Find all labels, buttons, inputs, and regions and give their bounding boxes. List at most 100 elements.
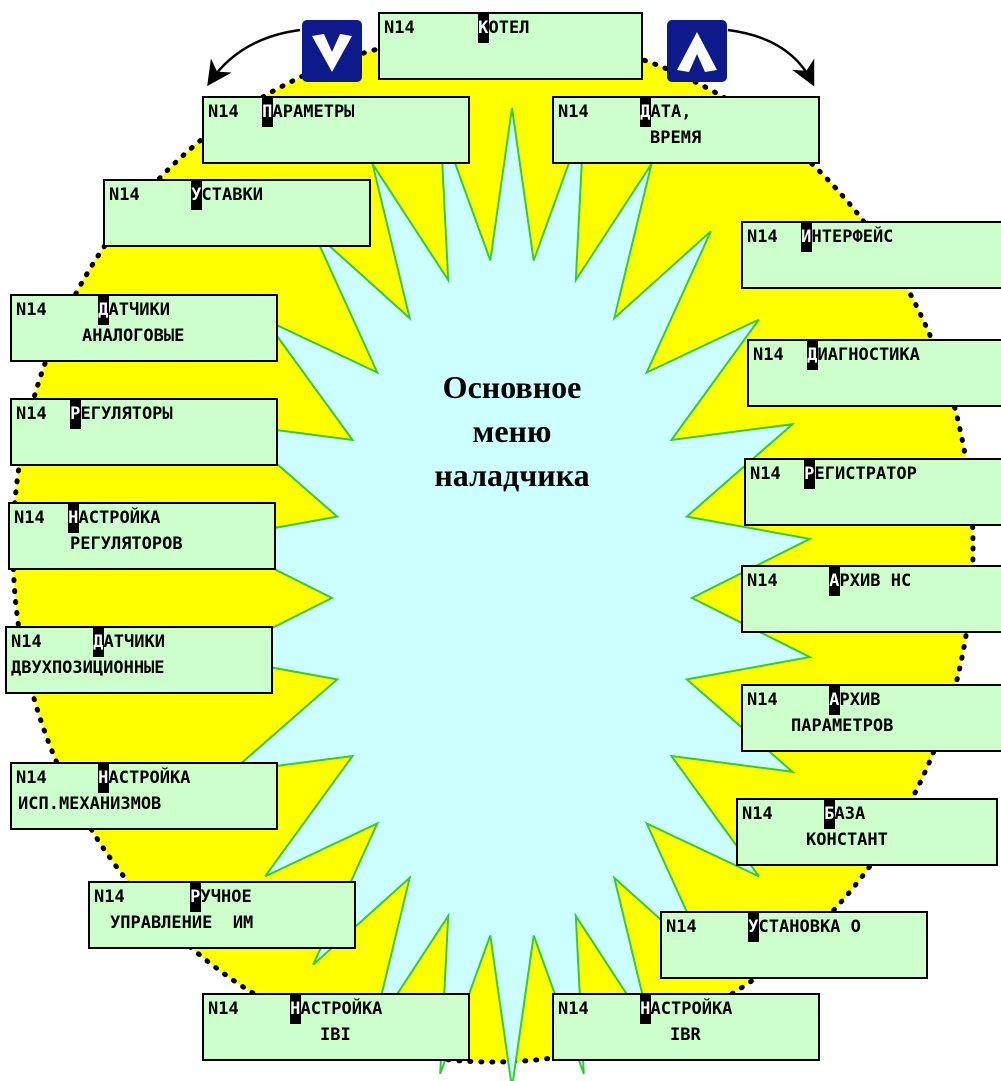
menu-item-subtitle: ДВУХПОЗИЦИОННЫЕ: [11, 658, 165, 678]
menu-item-title: БАЗА: [824, 800, 865, 829]
menu-item-title: НАСТРОЙКА: [68, 504, 160, 533]
menu-item-title-rest: СТАНОВКА О: [758, 917, 861, 937]
menu-item-box[interactable]: N14 УСТАВКИ: [103, 179, 371, 247]
menu-item-box[interactable]: N14 РЕГУЛЯТОРЫ: [10, 398, 278, 466]
chevron-down-icon[interactable]: [302, 20, 362, 82]
menu-item-subtitle: АНАЛОГОВЫЕ: [82, 326, 185, 346]
menu-item-code: N14: [16, 768, 47, 788]
menu-item-title: УСТАВКИ: [191, 181, 263, 210]
menu-item-code: N14: [750, 464, 781, 484]
menu-item-code: N14: [14, 508, 45, 528]
cursor-highlight: Д: [807, 341, 818, 370]
menu-item-subtitle: ИСП.МЕХАНИЗМОВ: [18, 794, 162, 814]
menu-item-box[interactable]: N14 КОТЕЛ: [378, 12, 643, 80]
menu-item-code: N14: [558, 102, 589, 122]
menu-item-title: РЕГУЛЯТОРЫ: [70, 400, 173, 429]
menu-item-code: N14: [109, 185, 140, 205]
menu-item-code: N14: [747, 227, 778, 247]
menu-item-title: НАСТРОЙКА: [98, 764, 190, 793]
menu-item-title: РЕГИСТРАТОР: [804, 460, 917, 489]
cursor-highlight: И: [801, 223, 812, 252]
right-curved-arrow: [727, 28, 815, 87]
menu-item-subtitle: УПРАВЛЕНИЕ ИМ: [110, 913, 254, 933]
menu-item-box[interactable]: N14 УСТАНОВКА О: [660, 911, 928, 979]
menu-item-title-rest: УЧНОЕ: [200, 887, 252, 907]
menu-item-title: НАСТРОЙКА: [640, 995, 732, 1024]
menu-item-code: N14: [666, 917, 697, 937]
chevron-up-icon[interactable]: [667, 20, 727, 82]
menu-item-title: ДАТЧИКИ: [93, 628, 165, 657]
menu-item-code: N14: [94, 887, 125, 907]
menu-item-box[interactable]: N14 ДАТЧИКИ АНАЛОГОВЫЕ: [10, 294, 278, 362]
menu-item-subtitle: ПАРАМЕТРОВ: [791, 716, 894, 736]
menu-item-code: N14: [16, 300, 47, 320]
menu-item-code: N14: [742, 804, 773, 824]
menu-item-title-rest: ЕГУЛЯТОРЫ: [80, 404, 173, 424]
menu-item-title-rest: РХИВ НС: [839, 571, 912, 591]
menu-item-title-rest: АСТРОЙКА: [650, 999, 733, 1019]
center-title-line: Основное: [442, 369, 582, 405]
menu-item-box[interactable]: N14 АРХИВ НС: [741, 565, 1001, 633]
cursor-highlight: Р: [804, 460, 815, 489]
menu-item-title: АРХИВ НС: [829, 567, 911, 596]
cursor-highlight: К: [478, 14, 489, 43]
menu-item-title-rest: АСТРОЙКА: [108, 768, 191, 788]
cursor-highlight: Н: [640, 995, 651, 1024]
menu-item-title-rest: АТЧИКИ: [108, 300, 170, 320]
menu-item-title-rest: СТАВКИ: [201, 185, 263, 205]
menu-item-subtitle: IBI: [320, 1025, 351, 1045]
menu-item-title-rest: ИАГНОСТИКА: [817, 345, 920, 365]
menu-item-title: РУЧНОЕ: [190, 883, 252, 912]
menu-item-code: N14: [11, 632, 42, 652]
center-title-line: меню: [472, 413, 552, 449]
menu-item-title-rest: АТА,: [650, 102, 692, 122]
menu-item-box[interactable]: N14 РЕГИСТРАТОР: [744, 458, 1001, 526]
menu-item-title-rest: ОТЕЛ: [488, 18, 530, 38]
menu-item-title: ПАРАМЕТРЫ: [262, 98, 354, 127]
menu-item-subtitle: IBR: [670, 1025, 701, 1045]
menu-item-box[interactable]: N14 ДИАГНОСТИКА: [747, 339, 1001, 407]
cursor-highlight: Н: [98, 764, 109, 793]
menu-item-box[interactable]: N14 ПАРАМЕТРЫ: [202, 96, 470, 164]
center-title-line: наладчика: [434, 457, 590, 493]
menu-item-code: N14: [384, 18, 415, 38]
menu-item-title: НАСТРОЙКА: [290, 995, 382, 1024]
cursor-highlight: Д: [640, 98, 651, 127]
menu-item-title-rest: АСТРОЙКА: [78, 508, 161, 528]
menu-item-title-rest: АЗА: [834, 804, 866, 824]
menu-item-title-rest: ЕГИСТРАТОР: [814, 464, 917, 484]
menu-item-code: N14: [747, 571, 778, 591]
menu-item-title-rest: НТЕРФЕЙС: [811, 227, 894, 247]
cursor-highlight: Р: [70, 400, 81, 429]
menu-item-code: N14: [16, 404, 47, 424]
menu-item-code: N14: [208, 999, 239, 1019]
menu-item-code: N14: [208, 102, 239, 122]
menu-item-box[interactable]: N14 ИНТЕРФЕЙС: [741, 221, 1001, 289]
cursor-highlight: У: [191, 181, 202, 210]
menu-item-title-rest: АТЧИКИ: [103, 632, 165, 652]
menu-item-title: ДАТА,: [640, 98, 691, 127]
cursor-highlight: Н: [68, 504, 79, 533]
central-starburst: [211, 107, 813, 1081]
cursor-highlight: Д: [98, 296, 109, 325]
center-title: Основное меню наладчика: [397, 365, 627, 497]
menu-item-code: N14: [753, 345, 784, 365]
menu-item-subtitle: КОНСТАНТ: [806, 830, 888, 850]
menu-item-code: N14: [747, 690, 778, 710]
menu-item-title-rest: АСТРОЙКА: [300, 999, 383, 1019]
cursor-highlight: Р: [190, 883, 201, 912]
menu-item-title-rest: АРАМЕТРЫ: [272, 102, 355, 122]
cursor-highlight: Н: [290, 995, 301, 1024]
cursor-highlight: У: [748, 913, 759, 942]
cursor-highlight: А: [829, 686, 840, 715]
